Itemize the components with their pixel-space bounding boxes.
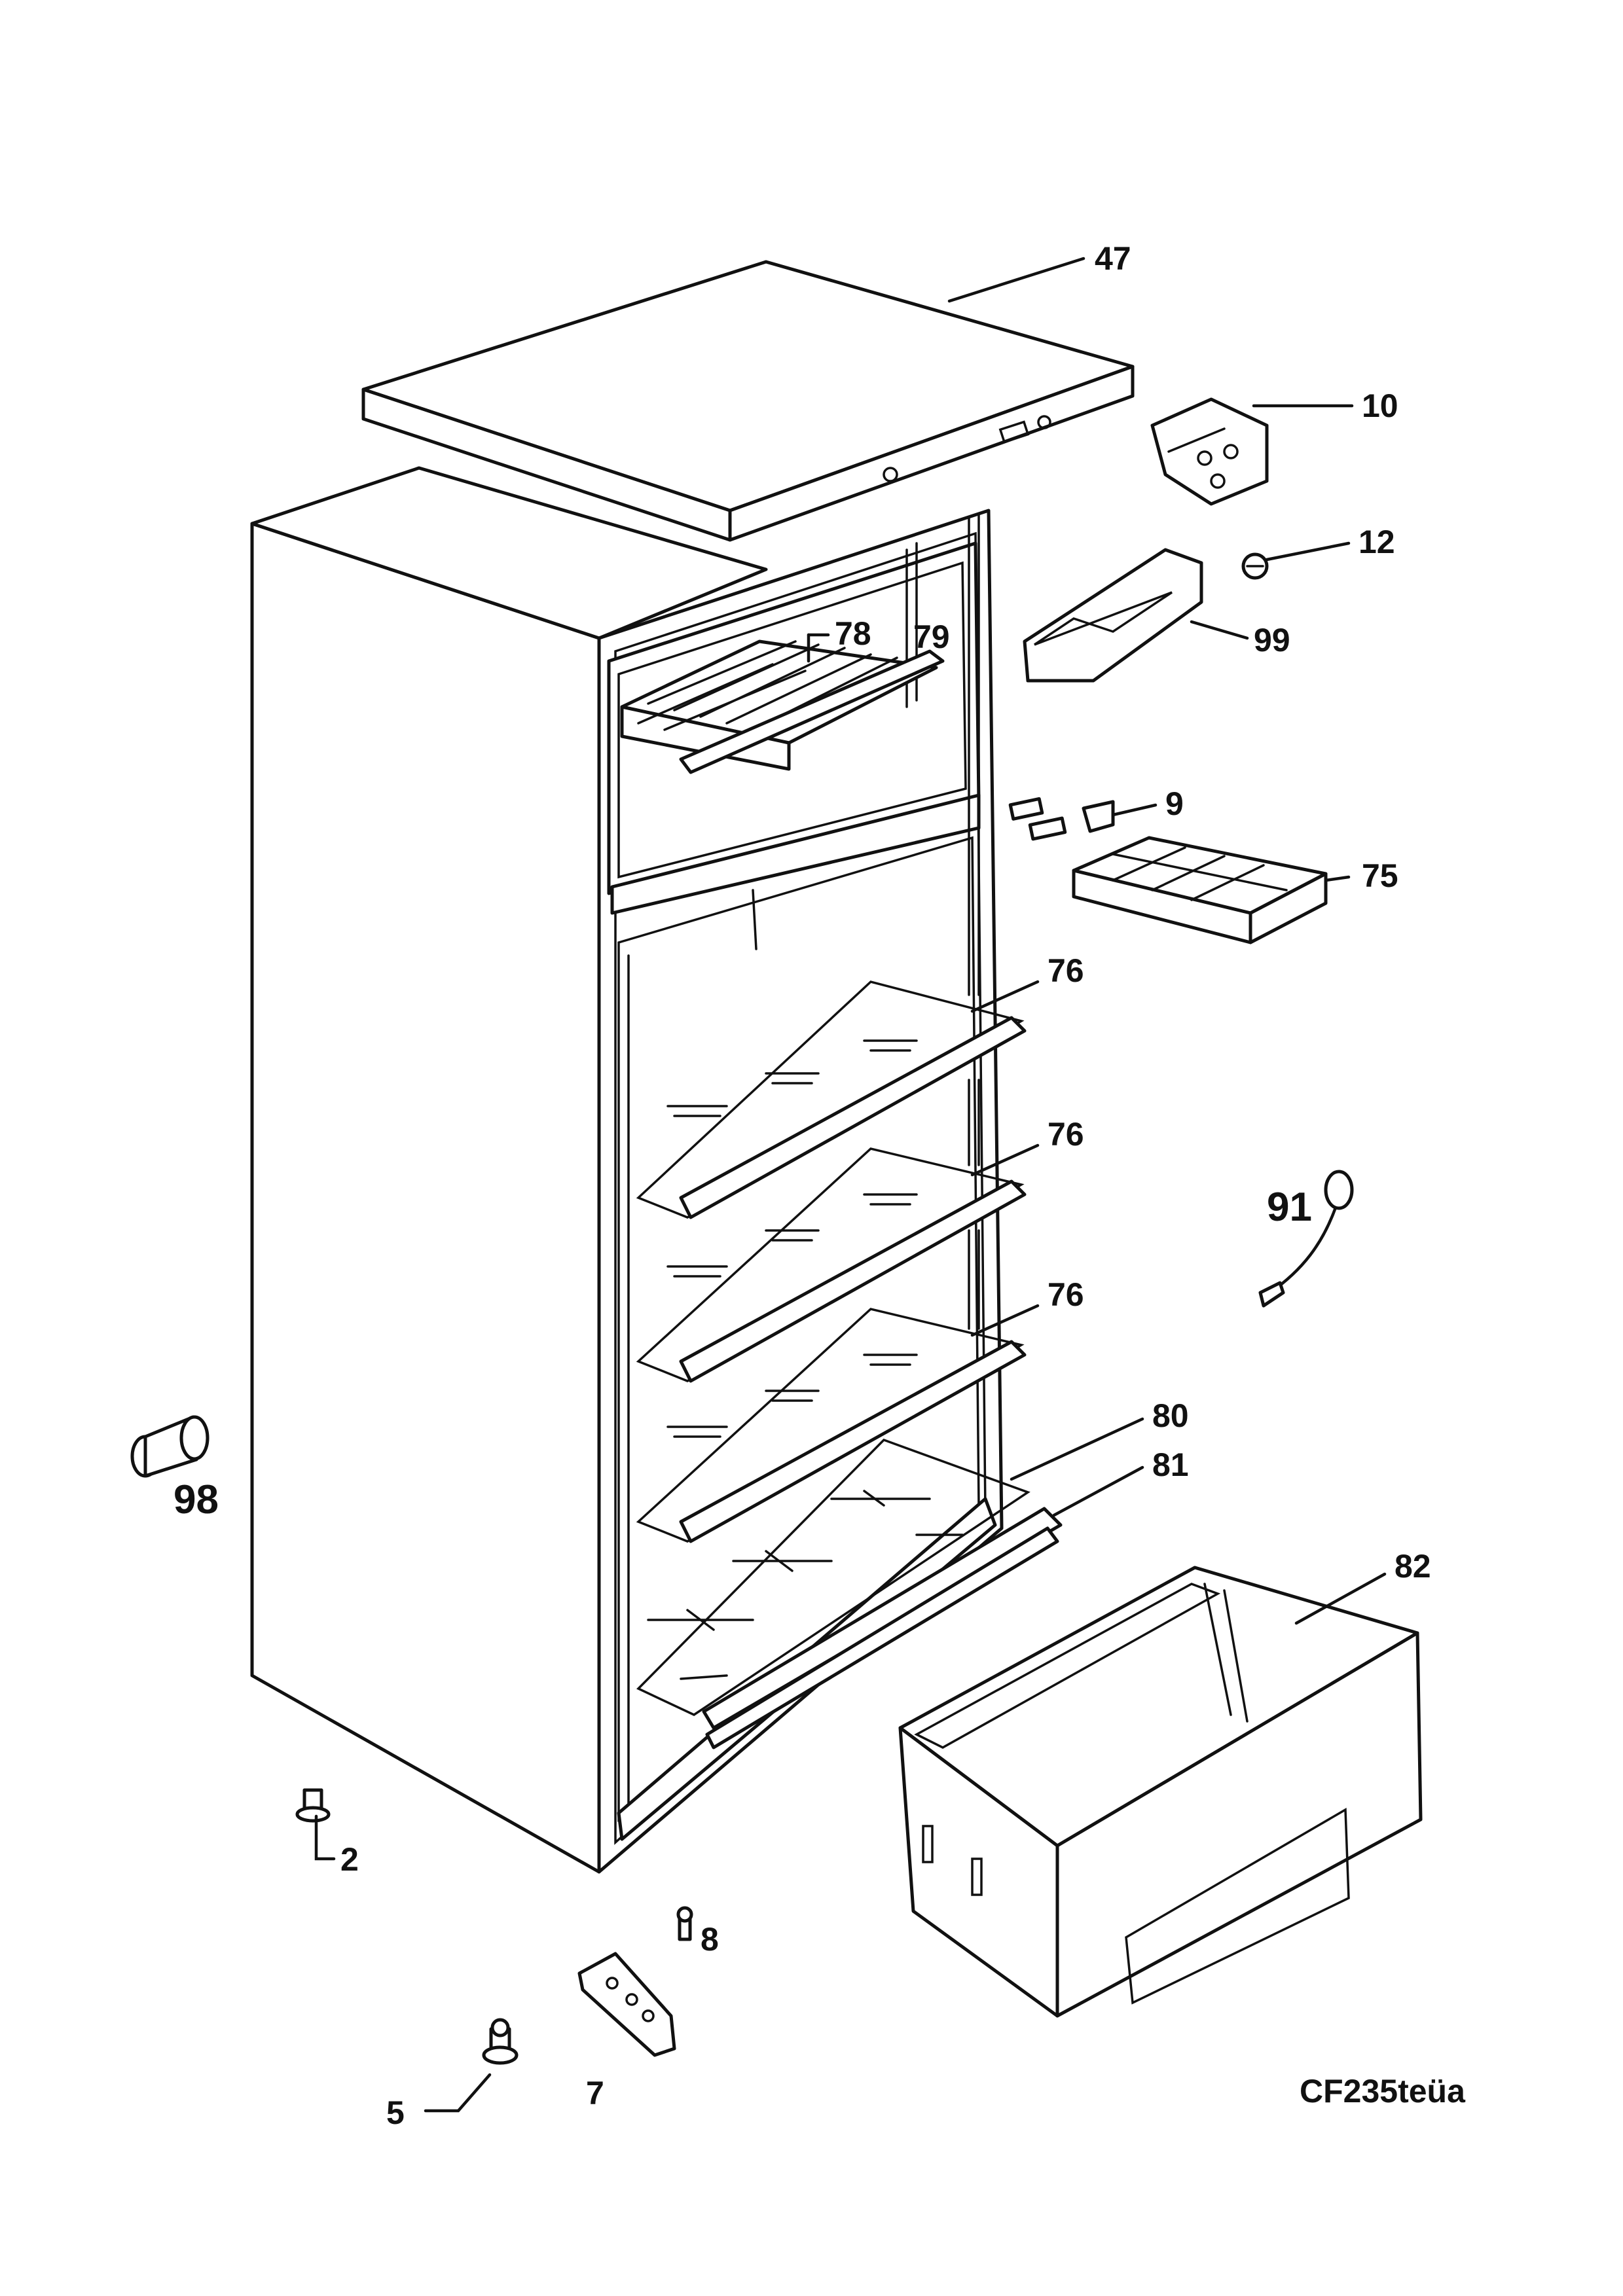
crisper-drawer xyxy=(898,1566,1423,2018)
callout-2: 2 xyxy=(340,1841,359,1878)
freezer-shelf xyxy=(620,639,945,774)
glass-shelf-1 xyxy=(636,980,1027,1219)
roller-98 xyxy=(130,1415,210,1478)
callout-8: 8 xyxy=(701,1921,719,1958)
callout-47: 47 xyxy=(1095,240,1131,277)
sensor-91 xyxy=(1258,1170,1354,1308)
glass-shelf-2 xyxy=(636,1147,1027,1383)
callout-79: 79 xyxy=(913,619,950,655)
callout-12: 12 xyxy=(1359,524,1395,560)
callout-9: 9 xyxy=(1165,785,1184,822)
callout-81: 81 xyxy=(1152,1446,1189,1483)
callout-78: 78 xyxy=(835,615,871,652)
bottom-hinge xyxy=(577,1952,676,2057)
screw-8 xyxy=(676,1906,693,1941)
crisper-cover xyxy=(636,1438,1063,1749)
ice-tray xyxy=(1072,836,1328,944)
foot-2 xyxy=(295,1788,331,1823)
callout-7: 7 xyxy=(586,2075,604,2111)
bracket-9 xyxy=(1008,797,1115,841)
top-hinge xyxy=(1150,397,1269,506)
glass-shelf-3 xyxy=(636,1308,1027,1543)
foot-5 xyxy=(482,2018,519,2065)
callout-76-middle: 76 xyxy=(1048,1116,1084,1153)
leader-lines xyxy=(314,257,1387,2113)
callout-75: 75 xyxy=(1362,857,1398,894)
callout-99: 99 xyxy=(1254,622,1290,658)
callout-82: 82 xyxy=(1395,1548,1431,1585)
callout-98: 98 xyxy=(173,1477,219,1522)
top-cover xyxy=(361,260,1135,542)
callout-labels: 47 10 12 99 78 79 9 75 76 76 76 91 80 81… xyxy=(173,240,1431,2131)
callout-76-top: 76 xyxy=(1048,952,1084,989)
screw-12 xyxy=(1241,552,1269,580)
callout-91: 91 xyxy=(1267,1185,1312,1230)
callout-76-bottom: 76 xyxy=(1048,1276,1084,1313)
callout-80: 80 xyxy=(1152,1397,1189,1434)
hinge-cover xyxy=(1023,548,1203,683)
drawing-code: CF235teüa xyxy=(1300,2073,1466,2109)
callout-5: 5 xyxy=(386,2094,405,2131)
callout-10: 10 xyxy=(1362,387,1398,424)
